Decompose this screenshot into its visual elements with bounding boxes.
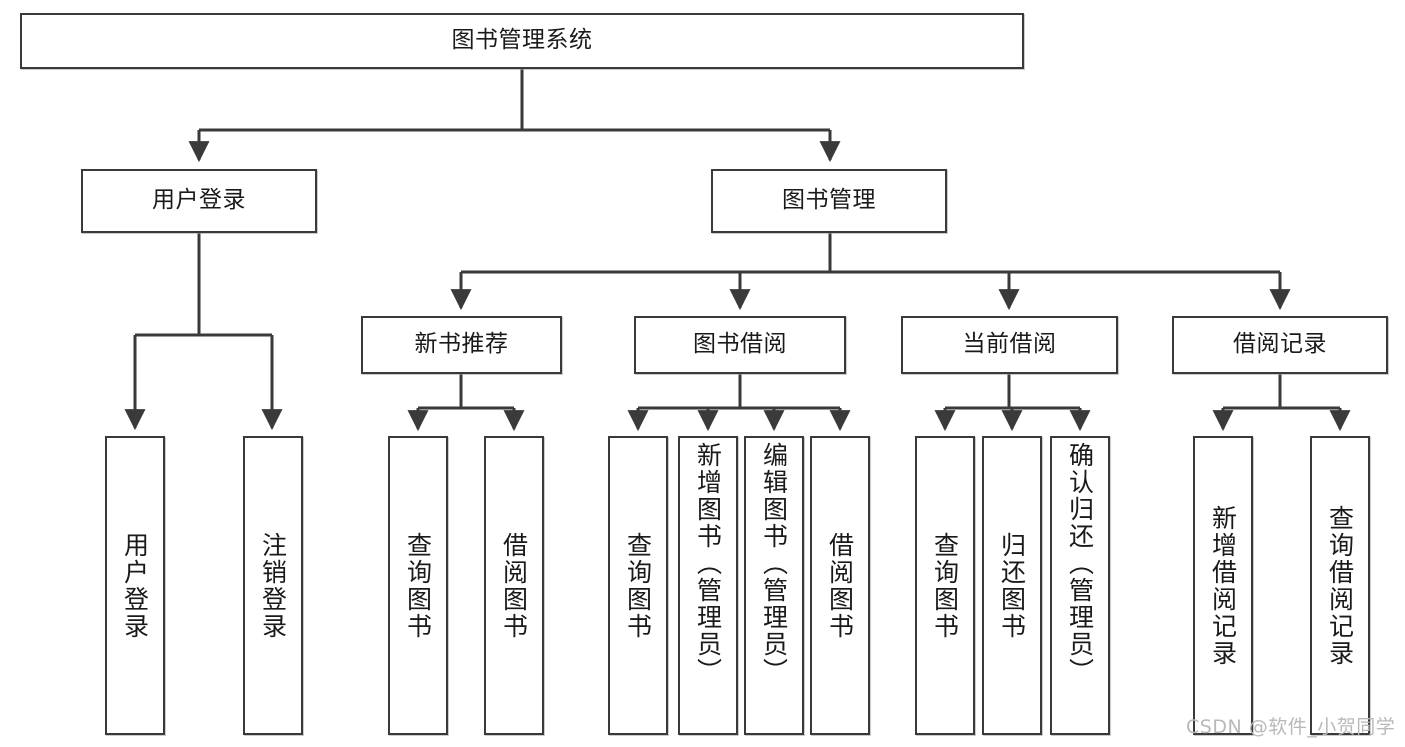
edge-userlogin-to-leaves [124, 233, 283, 431]
node-label: 用户登录 [152, 187, 246, 214]
node-label: 当前借阅 [962, 331, 1057, 358]
leaf-query-book-recommend[interactable]: 查询图书 [388, 436, 448, 735]
edge-root-to-level2 [188, 69, 841, 163]
node-label: 查询图书 [403, 531, 433, 640]
node-label: 借阅图书 [499, 531, 529, 640]
edge-borrowrecord-to-leaves [1212, 374, 1351, 432]
node-label: 新增借阅记录 [1208, 504, 1238, 667]
node-label: 确认归还（管理员） [1065, 442, 1095, 685]
node-book-manage[interactable]: 图书管理 [711, 169, 947, 233]
leaf-add-book-admin[interactable]: 新增图书（管理员） [678, 436, 738, 735]
leaf-add-borrow-record[interactable]: 新增借阅记录 [1193, 436, 1253, 735]
node-label: 查询图书 [930, 531, 960, 640]
edge-currentborrow-to-leaves [934, 374, 1091, 432]
node-label: 编辑图书（管理员） [759, 442, 789, 685]
node-root-system[interactable]: 图书管理系统 [20, 13, 1024, 69]
node-current-borrow[interactable]: 当前借阅 [901, 316, 1118, 374]
edge-bookmanage-to-level3 [450, 233, 1291, 311]
node-label: 注销登录 [258, 531, 288, 640]
node-label: 图书借阅 [693, 331, 787, 358]
node-book-borrow[interactable]: 图书借阅 [634, 316, 846, 374]
leaf-borrow-book-recommend[interactable]: 借阅图书 [484, 436, 544, 735]
leaf-query-borrow-record[interactable]: 查询借阅记录 [1310, 436, 1370, 735]
leaf-user-logout[interactable]: 注销登录 [243, 436, 303, 735]
node-label: 查询图书 [623, 531, 653, 640]
node-label: 新书推荐 [414, 331, 509, 358]
leaf-return-book[interactable]: 归还图书 [982, 436, 1042, 735]
leaf-edit-book-admin[interactable]: 编辑图书（管理员） [744, 436, 804, 735]
node-label: 图书管理 [782, 187, 876, 214]
leaf-borrow-book[interactable]: 借阅图书 [810, 436, 870, 735]
node-new-book-recommend[interactable]: 新书推荐 [361, 316, 562, 374]
watermark-text: CSDN @软件_小贺同学 [1186, 716, 1396, 738]
node-label: 新增图书（管理员） [693, 442, 723, 685]
node-label: 借阅记录 [1233, 331, 1327, 358]
node-label: 图书管理系统 [451, 27, 593, 54]
node-user-login[interactable]: 用户登录 [81, 169, 317, 233]
edge-newbook-to-leaves [407, 374, 525, 432]
leaf-user-login[interactable]: 用户登录 [105, 436, 165, 735]
node-label: 查询借阅记录 [1325, 504, 1355, 667]
leaf-query-book-current[interactable]: 查询图书 [915, 436, 975, 735]
leaf-query-book-borrow[interactable]: 查询图书 [608, 436, 668, 735]
node-borrow-record[interactable]: 借阅记录 [1172, 316, 1388, 374]
node-label: 用户登录 [120, 531, 150, 640]
node-label: 借阅图书 [825, 531, 855, 640]
node-label: 归还图书 [997, 531, 1027, 640]
leaf-confirm-return-admin[interactable]: 确认归还（管理员） [1050, 436, 1110, 735]
edge-bookborrow-to-leaves [627, 374, 851, 432]
